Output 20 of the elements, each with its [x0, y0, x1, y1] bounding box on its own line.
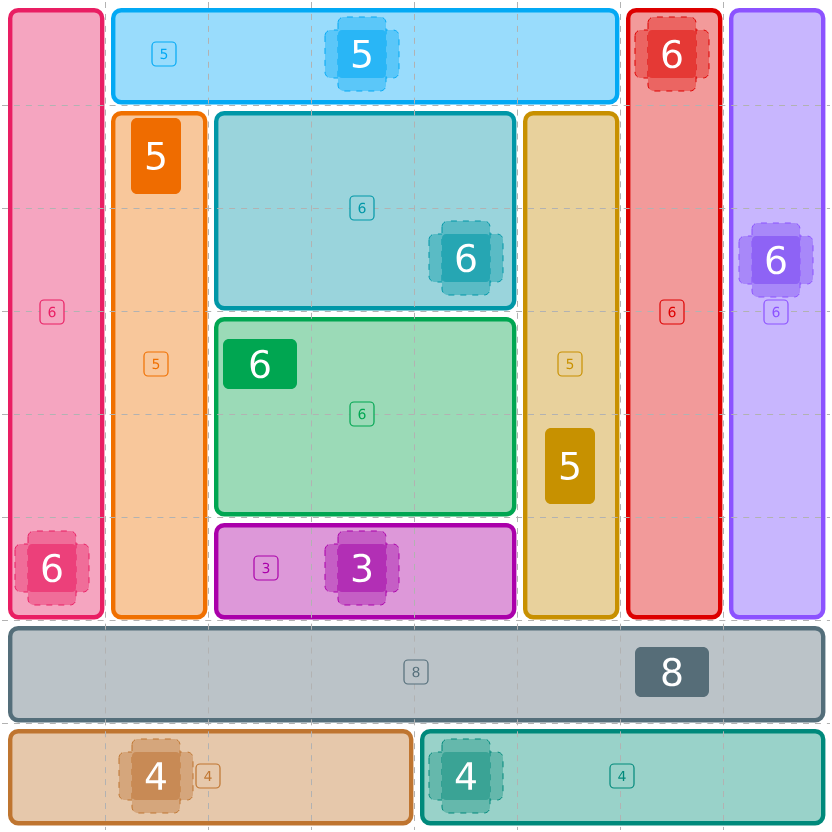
clue-number: 6	[14, 530, 90, 606]
clue-number: 4	[428, 738, 504, 814]
clue-number: 6	[223, 339, 297, 389]
region-box	[8, 8, 105, 620]
clue-number: 5	[131, 118, 181, 194]
region-box	[214, 111, 517, 311]
region-box	[523, 111, 620, 620]
clue-number: 8	[635, 647, 709, 697]
clue-number: 6	[428, 220, 504, 296]
clue-number: 6	[738, 222, 814, 298]
clue-number: 3	[324, 530, 400, 606]
region-box	[626, 8, 723, 620]
clue-number: 6	[634, 16, 710, 92]
region-box	[111, 111, 208, 620]
region-box	[729, 8, 826, 620]
clue-number: 4	[118, 738, 194, 814]
clue-number: 5	[545, 428, 595, 504]
region-box	[214, 317, 517, 517]
region-box	[8, 626, 826, 723]
clue-number: 5	[324, 16, 400, 92]
